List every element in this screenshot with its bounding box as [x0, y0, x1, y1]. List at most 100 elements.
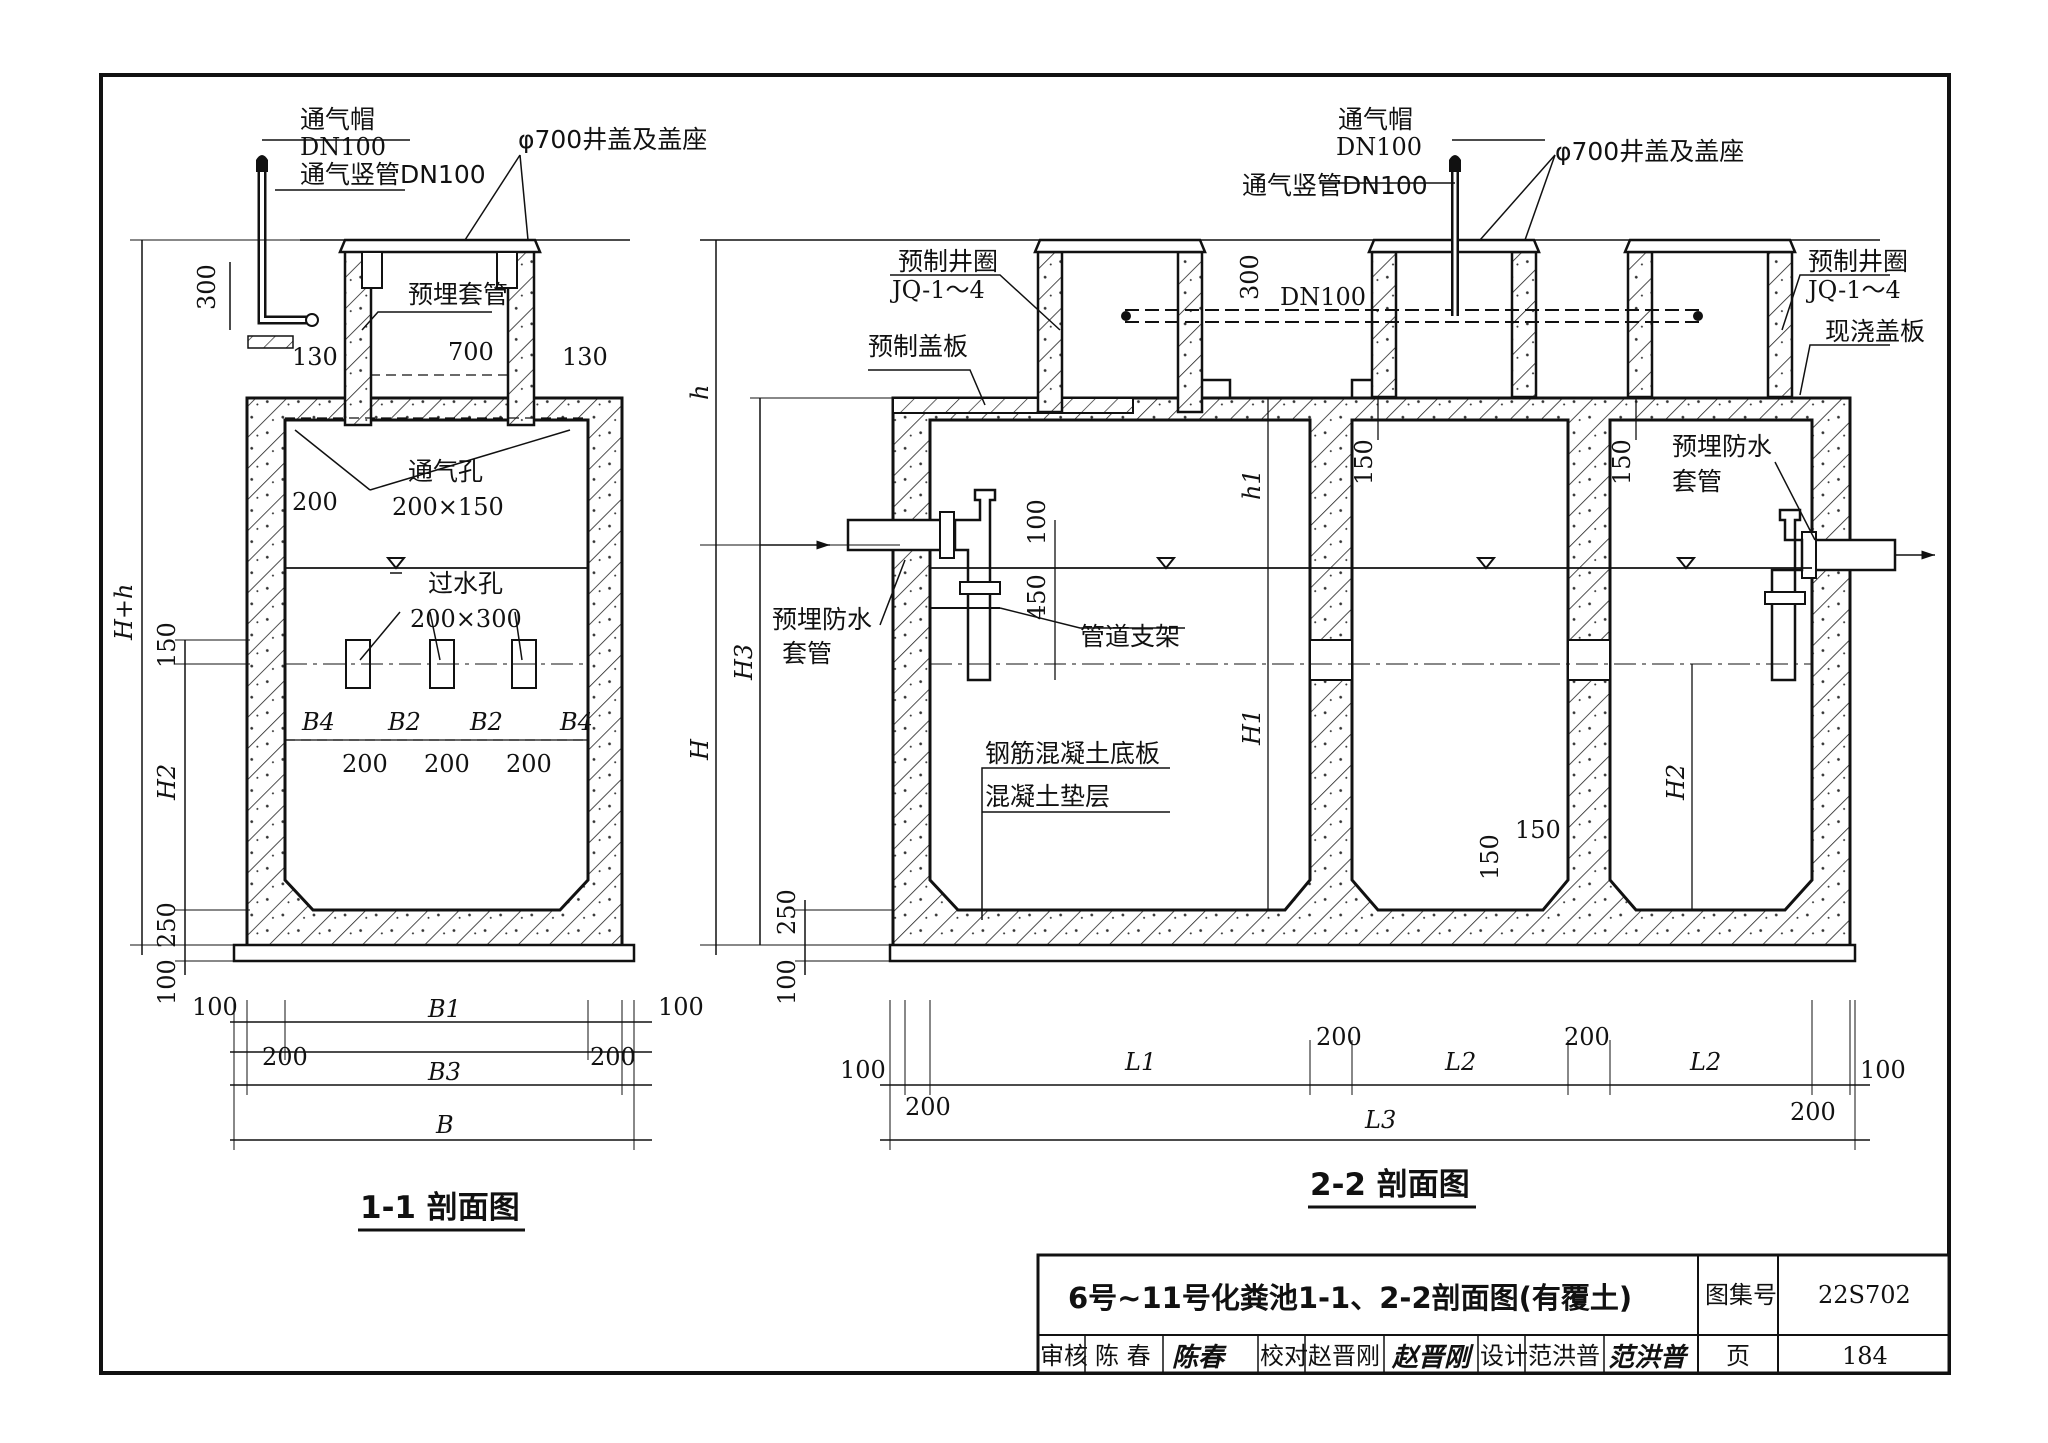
- left-bottom-100-left: 100: [192, 993, 238, 1021]
- right-h: h: [686, 385, 714, 400]
- left-bottom-200-left: 200: [262, 1043, 308, 1071]
- left-B3: B3: [427, 1058, 461, 1086]
- riser-2-l: [1370, 250, 1398, 399]
- page-label: 页: [1726, 1342, 1750, 1370]
- checker-name: 赵晋刚: [1308, 1342, 1380, 1370]
- left-B: B: [435, 1111, 454, 1139]
- right-sleeve-left-2: 套管: [782, 639, 832, 668]
- right-vent-cap-dn: DN100: [1336, 133, 1422, 161]
- riser-2-r: [1510, 250, 1538, 399]
- check-label: 校对: [1260, 1342, 1308, 1370]
- left-manhole-cover-label: φ700井盖及盖座: [518, 125, 707, 154]
- right-bottom-100-left: 100: [840, 1056, 886, 1084]
- left-H2: H2: [153, 764, 181, 801]
- right-rc-base-label: 钢筋混凝土底板: [985, 739, 1160, 768]
- left-B2a: B2: [387, 708, 421, 736]
- right-sleeve-right-2: 套管: [1672, 467, 1722, 496]
- designer-signature: 范洪普: [1608, 1343, 1689, 1373]
- left-s200c: 200: [506, 750, 552, 778]
- right-precast-ring-label-r: 预制井圈: [1808, 247, 1908, 276]
- right-H2: H2: [1662, 764, 1690, 801]
- riser-1-l: [1036, 250, 1064, 414]
- right-L2a: L2: [1444, 1048, 1476, 1076]
- left-Hh: H+h: [110, 584, 138, 642]
- riser-1-r: [1176, 250, 1204, 414]
- left-d200: 200: [292, 488, 338, 516]
- left-d130a: 130: [292, 343, 338, 371]
- left-bottom-100-right: 100: [658, 993, 704, 1021]
- right-d150a: 150: [1350, 439, 1378, 485]
- left-d150: 150: [153, 622, 181, 668]
- right-concrete-bed-label: 混凝土垫层: [985, 782, 1110, 811]
- right-precast-slab-label: 预制盖板: [868, 332, 968, 361]
- right-H: H: [686, 738, 714, 761]
- reviewer-name: 陈 春: [1095, 1342, 1151, 1370]
- right-d250: 250: [773, 889, 801, 935]
- reviewer-signature: 陈春: [1172, 1343, 1227, 1373]
- right-section-title: 2-2 剖面图: [1310, 1167, 1470, 1203]
- section-2-2: 通气帽 DN100 通气竖管DN100 φ700井盖及盖座 预制井圈 JQ-1～…: [686, 105, 1935, 1209]
- riser-3-r: [1766, 250, 1794, 399]
- left-vent-pipe-label: 通气竖管DN100: [300, 160, 486, 189]
- left-d300: 300: [193, 264, 221, 310]
- review-label: 审核: [1040, 1342, 1088, 1370]
- right-d300: 300: [1236, 254, 1264, 300]
- right-bottom-100-right: 100: [1860, 1056, 1906, 1084]
- left-manhole-cover: [338, 238, 542, 254]
- left-d700: 700: [448, 338, 494, 366]
- right-mid-200b: 200: [1564, 1023, 1610, 1051]
- left-B2b: B2: [469, 708, 503, 736]
- right-precast-ring-code: JQ-1～4: [889, 276, 985, 304]
- atlas-label: 图集号: [1705, 1281, 1777, 1309]
- outlet-pipe: [1813, 538, 1897, 572]
- left-vent-hole-label: 通气孔: [408, 457, 483, 486]
- right-sleeve-left-1: 预埋防水: [772, 605, 872, 634]
- right-precast-ring-label: 预制井圈: [898, 247, 998, 276]
- right-mid-200a: 200: [1316, 1023, 1362, 1051]
- right-L3: L3: [1364, 1106, 1396, 1134]
- design-label: 设计: [1480, 1342, 1528, 1370]
- left-section-title: 1-1 剖面图: [360, 1190, 520, 1226]
- drawing-title: 6号~11号化粪池1-1、2-2剖面图(有覆土): [1068, 1281, 1632, 1315]
- right-d100b: 100: [773, 959, 801, 1005]
- right-d150b: 150: [1608, 439, 1636, 485]
- left-s200a: 200: [342, 750, 388, 778]
- atlas-number: 22S702: [1818, 1281, 1911, 1309]
- right-bottom-200-left: 200: [905, 1093, 951, 1121]
- left-flow-hole-size: 200×300: [410, 605, 522, 633]
- left-B4a: B4: [301, 708, 335, 736]
- cover-1: [1033, 238, 1207, 254]
- right-pipe-support-label: 管道支架: [1080, 622, 1180, 651]
- left-vent-hole-size: 200×150: [392, 493, 504, 521]
- right-L2b: L2: [1689, 1048, 1721, 1076]
- right-d150c: 150: [1515, 816, 1561, 844]
- left-d250: 250: [153, 902, 181, 948]
- left-B4b: B4: [559, 708, 593, 736]
- right-d150d: 150: [1476, 834, 1504, 880]
- right-sleeve-right-1: 预埋防水: [1672, 432, 1772, 461]
- right-manhole-cover-label: φ700井盖及盖座: [1555, 137, 1744, 166]
- section-1-1: 通气帽 DN100 通气竖管DN100 φ700井盖及盖座 预埋套管 300 1…: [110, 105, 707, 1232]
- left-s200b: 200: [424, 750, 470, 778]
- right-bottom-200-right: 200: [1790, 1098, 1836, 1126]
- right-d100: 100: [1023, 499, 1051, 545]
- left-d100: 100: [153, 959, 181, 1005]
- left-bottom-200-right: 200: [590, 1043, 636, 1071]
- left-d130b: 130: [562, 343, 608, 371]
- right-cast-slab-label: 现浇盖板: [1825, 317, 1925, 346]
- right-d450: 450: [1023, 574, 1051, 620]
- right-dn100-label: DN100: [1280, 283, 1366, 311]
- left-vent-cap-dn: DN100: [300, 133, 386, 161]
- right-base-bedding: [888, 943, 1857, 963]
- page-number: 184: [1842, 1342, 1888, 1370]
- right-L1: L1: [1124, 1048, 1156, 1076]
- right-precast-ring-code-r: JQ-1～4: [1805, 276, 1901, 304]
- left-B1: B1: [427, 995, 461, 1023]
- right-H1: H1: [1238, 709, 1266, 746]
- left-vent-cap: [256, 155, 268, 172]
- riser-3-l: [1626, 250, 1654, 399]
- designer-name: 范洪普: [1528, 1342, 1600, 1370]
- right-vent-cap-label: 通气帽: [1338, 105, 1413, 134]
- right-H3: H3: [730, 644, 758, 681]
